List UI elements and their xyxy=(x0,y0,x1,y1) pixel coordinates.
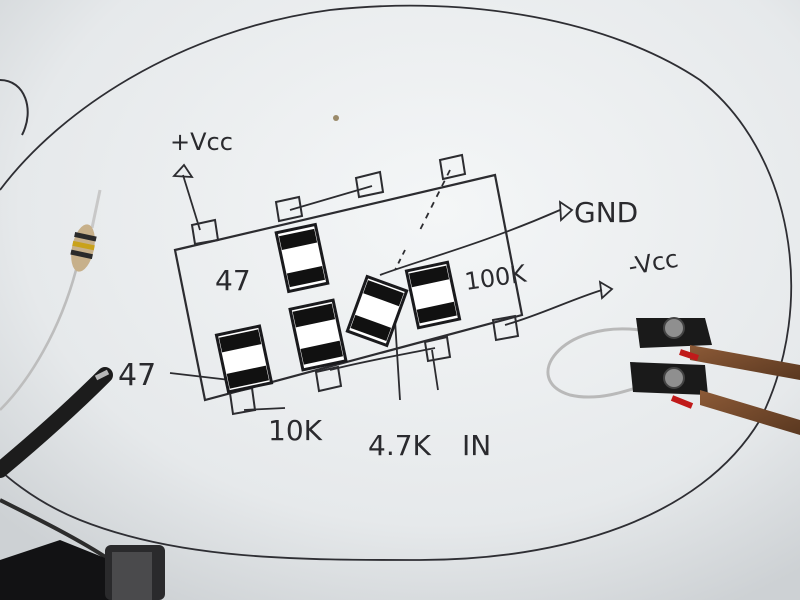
minus-vcc-arrow xyxy=(598,280,614,300)
gnd-arrow xyxy=(559,200,574,222)
pad xyxy=(190,218,220,246)
arrows xyxy=(172,163,614,300)
label-in: IN xyxy=(462,429,491,462)
resistor-100k xyxy=(404,260,462,330)
resistor-10k-middle xyxy=(288,298,348,372)
probe-lead xyxy=(0,367,113,562)
label-gnd: GND xyxy=(574,196,638,229)
clip-lower xyxy=(630,362,800,435)
resistor-47-left xyxy=(214,324,274,394)
pad xyxy=(438,153,467,181)
paper-speck xyxy=(333,115,339,121)
corner-curve xyxy=(0,79,29,136)
black-connector xyxy=(0,540,165,600)
clip-upper xyxy=(636,317,800,380)
real-resistor xyxy=(0,189,102,411)
label-10k: 10K xyxy=(268,414,323,447)
board-outline xyxy=(173,173,524,402)
outline-curve xyxy=(0,4,793,561)
label-4-7k: 4.7K xyxy=(368,429,432,462)
traces xyxy=(169,169,603,411)
pad xyxy=(274,195,304,223)
vcc-arrow xyxy=(172,163,194,178)
resistor-4-7k xyxy=(345,274,409,348)
pad xyxy=(491,314,520,342)
pad xyxy=(423,335,452,363)
label-vcc-plus: +Vcc xyxy=(170,128,233,156)
wire-loop xyxy=(546,327,661,399)
label-47-top: 47 xyxy=(215,264,251,297)
pad xyxy=(314,365,343,393)
components xyxy=(214,222,462,394)
label-47-left: 47 xyxy=(118,358,156,393)
resistor-47-top xyxy=(274,222,330,294)
